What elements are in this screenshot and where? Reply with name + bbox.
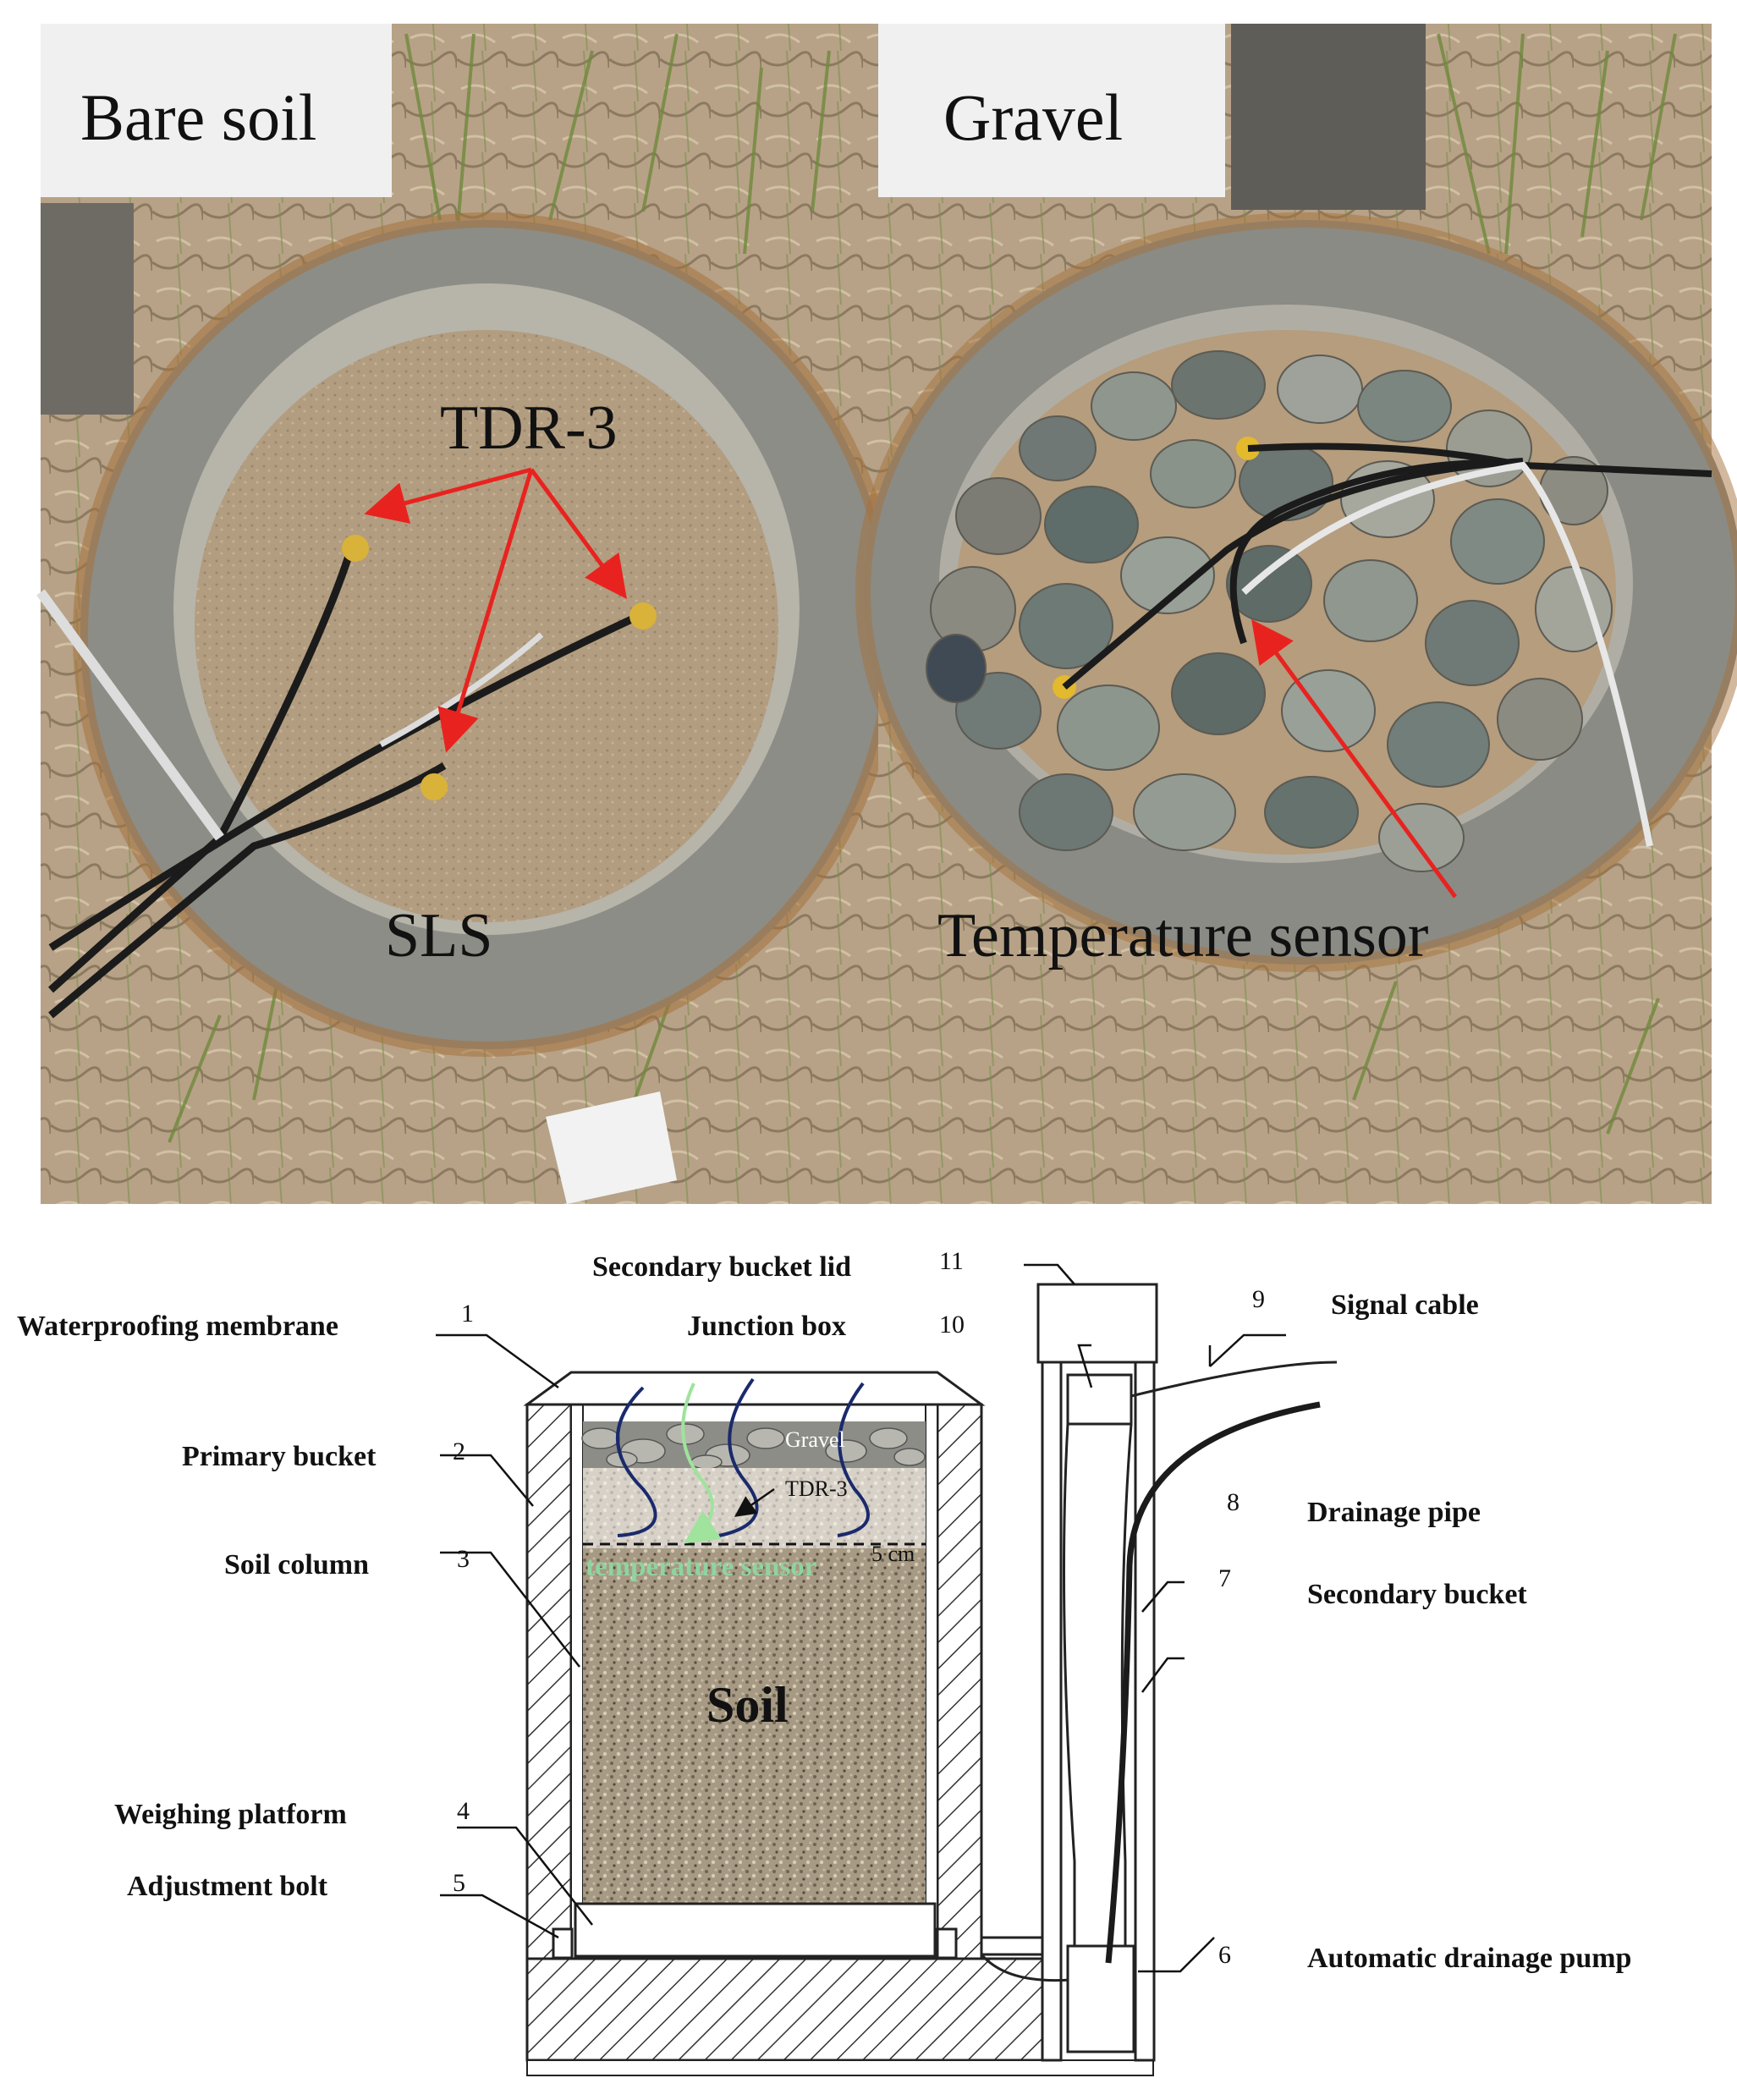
- num-7: 7: [1218, 1564, 1231, 1592]
- adjustment-bolt: [936, 1927, 958, 1960]
- label-primary-bucket: Primary bucket: [182, 1441, 377, 1472]
- label-waterproofing-membrane: Waterproofing membrane: [17, 1311, 338, 1342]
- sls-label: SLS: [385, 901, 493, 970]
- tdr-arrows: [364, 467, 627, 753]
- num-8: 8: [1227, 1488, 1240, 1516]
- primary-bucket-wall-left: [525, 1403, 573, 1982]
- num-3: 3: [457, 1545, 470, 1573]
- secondary-bucket-wall: [1041, 1361, 1063, 2062]
- soil-column-wall: [570, 1404, 584, 1968]
- weighing-platform: [574, 1902, 937, 1958]
- gravel-photo: Gravel Temperature sensor: [855, 24, 1737, 1204]
- num-2: 2: [453, 1438, 465, 1465]
- bare-soil-photo: Bare soil TDR-3 SLS: [36, 24, 900, 1204]
- adjustment-bolt: [552, 1927, 574, 1960]
- junction-box: [1066, 1373, 1133, 1426]
- temperature-sensor-label: Temperature sensor: [937, 901, 1428, 970]
- secondary-bucket-lid: [1036, 1283, 1158, 1364]
- photo-title-bare-soil: Bare soil: [80, 80, 316, 154]
- temperature-sensor-inner-label: temperature sensor: [585, 1552, 816, 1582]
- lysimeter-diagram: [436, 1263, 1338, 2076]
- primary-bucket-wall-right: [936, 1403, 983, 1982]
- photo-title-box: [41, 24, 392, 197]
- secondary-bucket-wall: [1134, 1361, 1156, 2062]
- num-4: 4: [457, 1797, 470, 1825]
- soil-inner-label: Soil: [706, 1677, 789, 1733]
- sensor-cables: [1062, 443, 1712, 690]
- leader-lines: [436, 1263, 1286, 1973]
- tdr-probe: [342, 535, 369, 562]
- num-9: 9: [1252, 1285, 1265, 1313]
- label-signal-cable: Signal cable: [1331, 1289, 1479, 1321]
- num-1: 1: [461, 1300, 474, 1328]
- grass-decoration: [1352, 33, 1677, 1135]
- photo-title-box: [878, 24, 1225, 197]
- label-secondary-bucket: Secondary bucket: [1307, 1579, 1527, 1610]
- signal-cable-thick: [1105, 1401, 1321, 1964]
- white-pipe: [546, 1091, 677, 1204]
- tdr-wires: [616, 1377, 870, 1537]
- tdr-label: TDR-3: [440, 393, 618, 463]
- tdr-inner-label: TDR-3: [785, 1476, 848, 1501]
- gravel-pebbles: [581, 1423, 926, 1470]
- label-automatic-drainage-pump: Automatic drainage pump: [1307, 1943, 1631, 1974]
- foundation: [525, 1957, 1049, 2062]
- post: [1231, 24, 1426, 210]
- label-weighing-platform: Weighing platform: [114, 1799, 347, 1830]
- num-5: 5: [453, 1869, 465, 1897]
- temperature-wire: [681, 1383, 722, 1544]
- num-11: 11: [939, 1247, 964, 1275]
- automatic-drainage-pump: [1066, 1944, 1135, 2053]
- gravel-inner-label: Gravel: [785, 1427, 845, 1452]
- label-junction-box: Junction box: [687, 1311, 846, 1342]
- label-soil-column: Soil column: [224, 1549, 369, 1580]
- sensor-cables: [47, 547, 640, 1019]
- tdr-probe: [421, 773, 448, 800]
- soil-column-wall: [925, 1404, 938, 1968]
- temp-sensor-arrow: [1251, 618, 1458, 899]
- signal-cable: [1130, 1361, 1338, 1398]
- drainage-pipe: [1063, 1423, 1076, 1946]
- label-drainage-pipe: Drainage pipe: [1307, 1497, 1481, 1528]
- tdr-pointer: [734, 1487, 775, 1517]
- label-secondary-bucket-lid: Secondary bucket lid: [592, 1251, 851, 1283]
- post: [41, 203, 134, 415]
- depth-label: 5 cm: [871, 1542, 915, 1566]
- num-6: 6: [1218, 1941, 1231, 1969]
- label-adjustment-bolt: Adjustment bolt: [127, 1871, 328, 1902]
- connector-pipe: [981, 1936, 1042, 1956]
- photo-title-gravel: Gravel: [943, 80, 1123, 154]
- waterproofing-membrane: [523, 1371, 986, 1406]
- tdr-probe: [629, 602, 657, 629]
- num-10: 10: [939, 1311, 965, 1339]
